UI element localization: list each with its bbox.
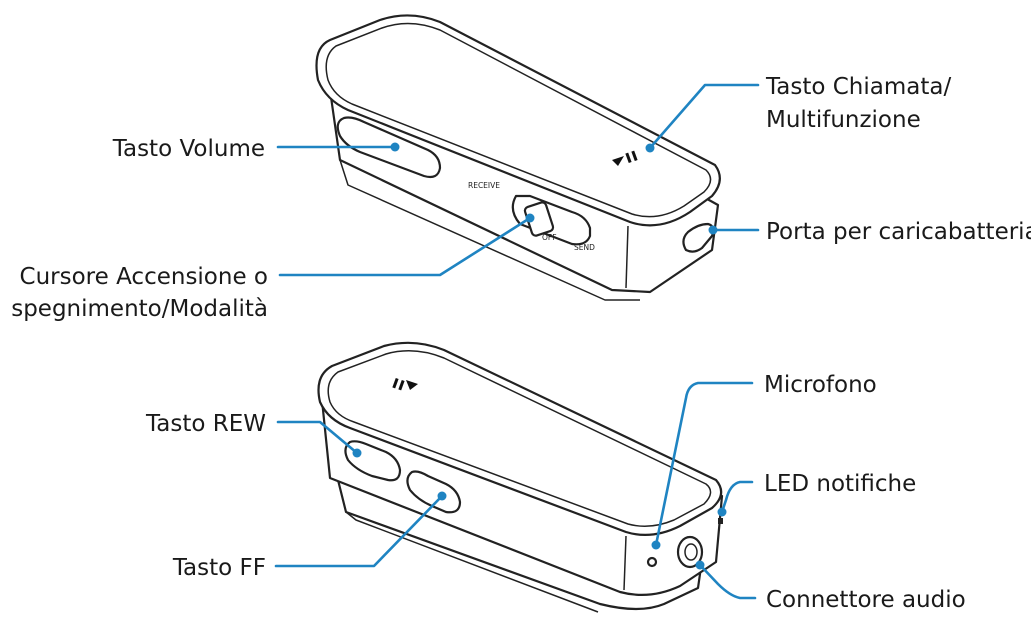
callout-tasto-ff <box>274 491 447 568</box>
label-porta-caricabatteria: Porta per caricabatteria <box>766 219 1031 245</box>
top-device: RECEIVE OFF SEND <box>315 14 721 301</box>
label-cursore-line1: Cursore Accensione o <box>20 264 268 290</box>
switch-label-send: SEND <box>574 243 595 252</box>
charging-port-shape <box>682 222 715 253</box>
ff-button-shape <box>406 470 462 514</box>
callout-tasto-chiamata <box>645 83 760 153</box>
microphone-hole <box>646 556 658 568</box>
label-tasto-chiamata-line2: Multifunzione <box>766 107 921 133</box>
label-microfono: Microfono <box>764 372 877 398</box>
label-tasto-chiamata-line1: Tasto Chiamata/ <box>765 74 951 100</box>
callout-led-notifiche <box>717 480 754 517</box>
callout-porta-caricabatteria <box>708 225 760 235</box>
play-pause-icon <box>612 150 638 166</box>
top-device-clip <box>339 159 640 301</box>
callout-tasto-volume <box>276 142 400 152</box>
callout-connettore-audio <box>695 560 757 600</box>
label-cursore-line2: spegnimento/Modalità <box>11 296 268 322</box>
switch-label-off: OFF <box>542 233 557 242</box>
audio-jack-shape <box>676 535 704 569</box>
led-indicator <box>718 518 723 524</box>
mode-slider-switch <box>511 194 592 246</box>
label-led-notifiche: LED notifiche <box>764 471 916 497</box>
switch-label-receive: RECEIVE <box>468 181 500 190</box>
callout-tasto-rew <box>276 420 362 458</box>
label-tasto-volume: Tasto Volume <box>112 136 265 162</box>
bottom-play-pause-icon <box>392 377 418 391</box>
top-device-cover <box>315 14 721 227</box>
bottom-device <box>317 341 724 613</box>
callout-cursore <box>278 213 535 277</box>
label-connettore-audio: Connettore audio <box>766 587 966 613</box>
label-tasto-rew: Tasto REW <box>145 411 266 437</box>
callout-microfono <box>651 381 754 550</box>
label-tasto-ff: Tasto FF <box>172 555 266 581</box>
